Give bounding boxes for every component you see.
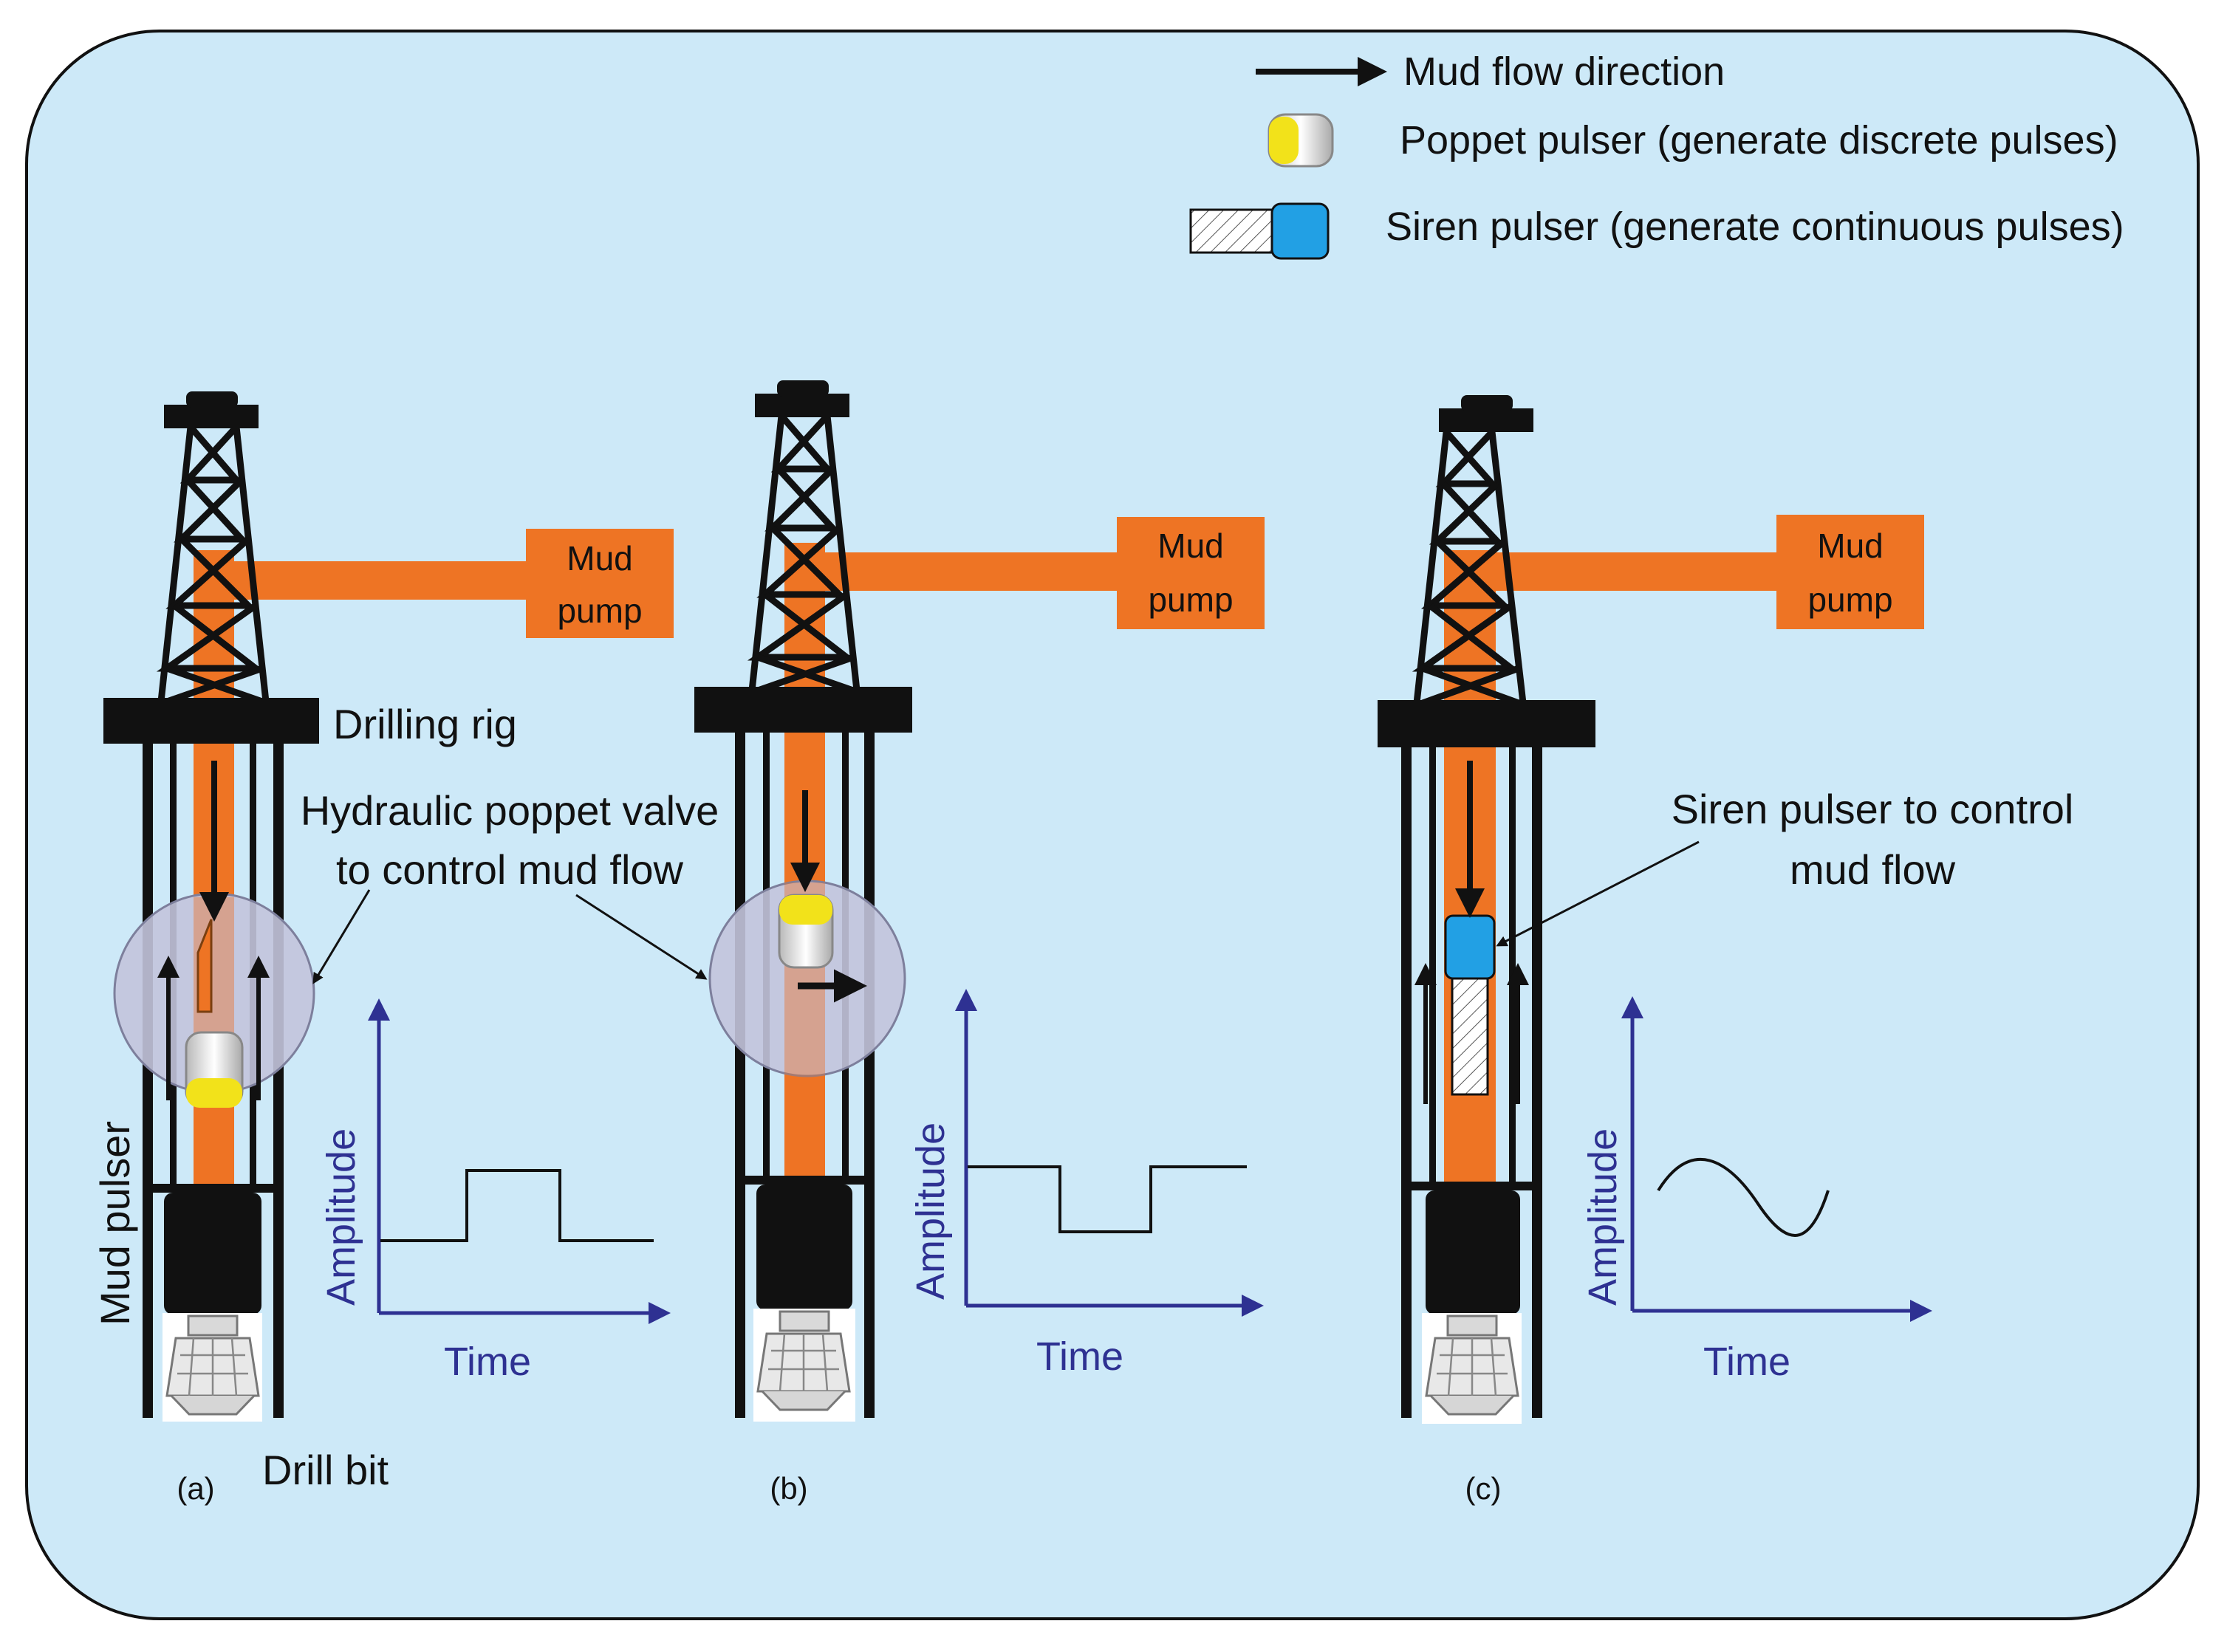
- rig-floor: [1378, 700, 1595, 747]
- chart-a: Amplitude Time: [319, 998, 671, 1384]
- legend-flow-label: Mud flow direction: [1403, 49, 1725, 94]
- siren-pulser: [1444, 914, 1496, 1096]
- x-axis-label: Time: [1036, 1334, 1123, 1379]
- poppet-valve-blade: [196, 919, 213, 1013]
- x-axis-label: Time: [444, 1340, 531, 1384]
- chart-b: Amplitude Time: [909, 989, 1264, 1379]
- drill-bit: [163, 1313, 262, 1422]
- mud-line: [194, 561, 533, 600]
- mud-pump-box: [1776, 515, 1924, 629]
- signal-trace: [380, 1169, 654, 1242]
- poppet-pulser: [778, 894, 834, 969]
- drill-bit-label: Drill bit: [262, 1447, 389, 1493]
- mud-pulser-label: Mud pulser: [92, 1121, 138, 1326]
- siren-pulser-label: Siren pulser to control: [1672, 786, 2074, 832]
- panel-b: Mud pump: [575, 380, 1265, 1506]
- background-panel: [25, 30, 2200, 1620]
- drilling-rig-label: Drilling rig: [333, 701, 517, 747]
- panel-a: Mud pump: [103, 391, 674, 1506]
- y-axis-label: Amplitude: [909, 1123, 953, 1300]
- derrick: [747, 413, 861, 694]
- mud-pump-label: Mud: [1157, 527, 1223, 565]
- signal-trace: [1657, 1157, 1830, 1237]
- mud-pulser-body: [1426, 1190, 1520, 1315]
- siren-pulser-label: mud flow: [1790, 846, 1956, 893]
- panel-c: Mud pump Sir: [1378, 395, 2073, 1506]
- mud-pump-box: [526, 529, 674, 638]
- panel-id: (c): [1465, 1471, 1502, 1506]
- mud-pump-label: pump: [1148, 580, 1233, 619]
- poppet-valve-label: to control mud flow: [336, 846, 684, 893]
- mud-pump-label: pump: [1807, 580, 1892, 619]
- mud-pulser-body: [756, 1185, 852, 1310]
- legend-siren-icon: [1189, 202, 1330, 260]
- x-axis-label: Time: [1703, 1340, 1790, 1384]
- mud-pump-label: Mud: [1817, 527, 1883, 565]
- pointer-line: [575, 894, 708, 980]
- legend: Mud flow direction Poppet pulser (genera…: [1189, 49, 2124, 260]
- panel-id: (a): [177, 1471, 214, 1506]
- y-axis-label: Amplitude: [319, 1128, 363, 1306]
- pointer-line: [312, 889, 371, 984]
- derrick: [1412, 429, 1527, 707]
- rig-floor: [694, 687, 912, 733]
- rig-floor: [103, 698, 319, 744]
- poppet-valve-label: Hydraulic poppet valve: [301, 787, 719, 834]
- mud-line: [1448, 552, 1784, 591]
- drill-bit: [1422, 1313, 1522, 1424]
- legend-poppet-icon: [1268, 113, 1334, 168]
- mud-pump-label: pump: [557, 592, 642, 630]
- mud-pump-label: Mud: [567, 539, 632, 577]
- drill-bit: [753, 1309, 855, 1422]
- panel-id: (b): [770, 1471, 807, 1506]
- mud-line: [784, 552, 1124, 591]
- signal-trace: [968, 1165, 1247, 1233]
- legend-siren-label: Siren pulser (generate continuous pulses…: [1386, 205, 2124, 249]
- pointer-line: [1496, 840, 1700, 947]
- derrick: [156, 424, 270, 705]
- mud-pump-box: [1117, 517, 1265, 629]
- y-axis-label: Amplitude: [1581, 1128, 1625, 1306]
- chart-c: Amplitude Time: [1581, 996, 1932, 1384]
- poppet-pulser: [185, 1031, 244, 1108]
- mud-pulser-body: [164, 1193, 261, 1315]
- legend-poppet-label: Poppet pulser (generate discrete pulses): [1400, 118, 2118, 162]
